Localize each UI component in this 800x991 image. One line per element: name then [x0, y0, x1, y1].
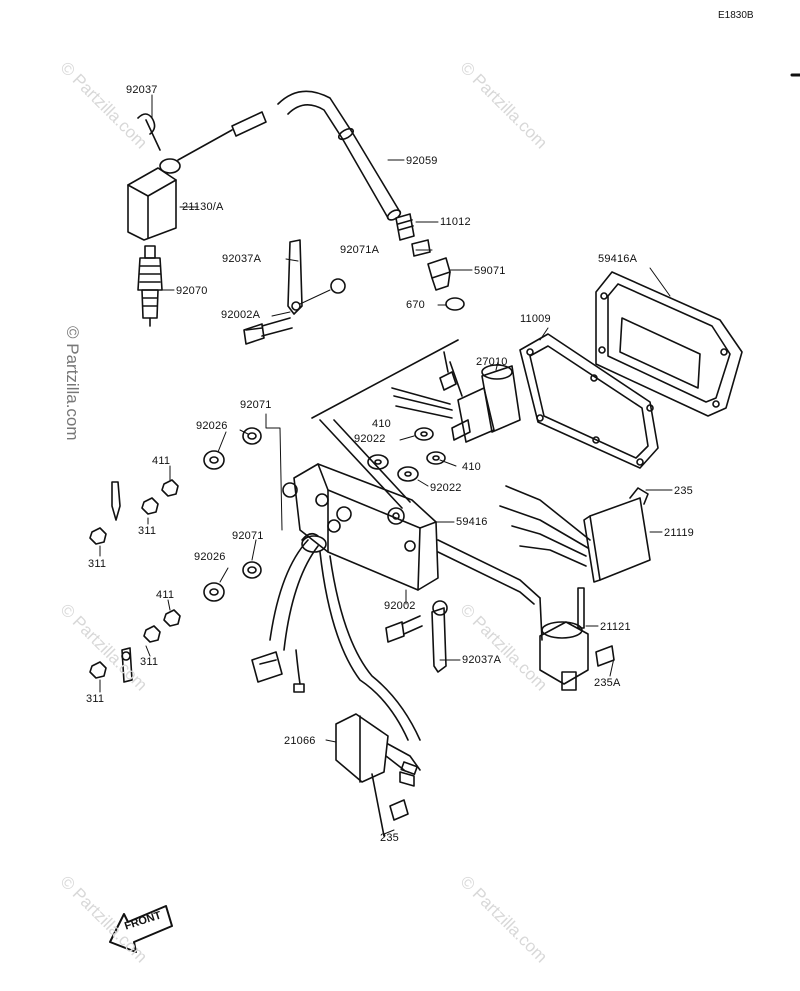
part-label-311-b[interactable]: 311 [88, 558, 107, 570]
part-label-59416A[interactable]: 59416A [598, 253, 638, 265]
part-label-92037A-bot[interactable]: 92037A [462, 654, 502, 666]
leader-lines [99, 94, 673, 835]
part-label-92037[interactable]: 92037 [126, 84, 158, 96]
starter-relay-27010-drawing [391, 351, 521, 443]
part-label-92026-mid[interactable]: 92026 [194, 551, 226, 563]
electric-case-59416-drawing [293, 339, 541, 605]
part-label-311-a[interactable]: 311 [138, 525, 157, 537]
part-label-92037A-top[interactable]: 92037A [222, 253, 262, 265]
part-label-92071-mid[interactable]: 92071 [232, 530, 264, 542]
part-label-92071-top[interactable]: 92071 [240, 399, 272, 411]
part-label-92026-top[interactable]: 92026 [196, 420, 228, 432]
part-label-411-top[interactable]: 411 [152, 455, 171, 467]
part-label-410-a[interactable]: 410 [372, 418, 391, 430]
part-label-311-d[interactable]: 311 [86, 693, 105, 705]
part-label-21119[interactable]: 21119 [664, 527, 694, 539]
part-label-11012[interactable]: 11012 [440, 216, 471, 228]
part-label-92070[interactable]: 92070 [176, 285, 208, 297]
grommets-drawing [203, 427, 262, 602]
hose-92059-drawing [277, 90, 402, 221]
part-label-235-top[interactable]: 235 [674, 485, 693, 497]
part-label-21066[interactable]: 21066 [284, 735, 316, 747]
unit-21066-drawing [335, 713, 421, 837]
gasket-11009-drawing [519, 333, 659, 469]
part-label-311-c[interactable]: 311 [140, 656, 159, 668]
cover-59416A-drawing [595, 271, 743, 417]
stay-92037A-bottom-drawing [385, 607, 447, 673]
diagram-code: E1830B [718, 10, 754, 21]
part-label-235-bot[interactable]: 235 [380, 832, 399, 844]
spark-plug-drawing [137, 245, 163, 327]
washers-drawing [367, 427, 446, 482]
part-label-411-bot[interactable]: 411 [156, 589, 175, 601]
front-arrow [109, 905, 173, 953]
part-label-410-b[interactable]: 410 [462, 461, 481, 473]
part-label-21121[interactable]: 21121 [600, 621, 631, 633]
fittings-stack-drawing [395, 213, 465, 311]
part-label-92022-a[interactable]: 92022 [354, 433, 386, 445]
part-label-59071[interactable]: 59071 [474, 265, 506, 277]
part-label-235A[interactable]: 235A [594, 677, 621, 689]
reference-A-marks [282, 278, 448, 616]
spark-plug-cap-drawing [127, 111, 267, 241]
watermark-vertical: © Partzilla.com [63, 326, 82, 441]
part-label-670[interactable]: 670 [406, 299, 425, 311]
coil-21121-drawing [539, 587, 615, 691]
part-label-92071A[interactable]: 92071A [340, 244, 380, 256]
regulator-21119-drawing [499, 485, 651, 583]
part-label-92022-b[interactable]: 92022 [430, 482, 462, 494]
part-label-27010[interactable]: 27010 [476, 356, 508, 368]
part-label-21130A[interactable]: 21130/A [182, 201, 224, 213]
part-label-92002[interactable]: 92002 [384, 600, 416, 612]
stay-92037A-top-drawing [243, 239, 303, 345]
wire-harness-drawing [251, 532, 421, 741]
part-label-92002A[interactable]: 92002A [221, 309, 261, 321]
part-label-11009[interactable]: 11009 [520, 313, 551, 325]
part-label-59416[interactable]: 59416 [456, 516, 488, 528]
part-label-92059[interactable]: 92059 [406, 155, 438, 167]
nuts-terminals-drawing [89, 479, 181, 683]
